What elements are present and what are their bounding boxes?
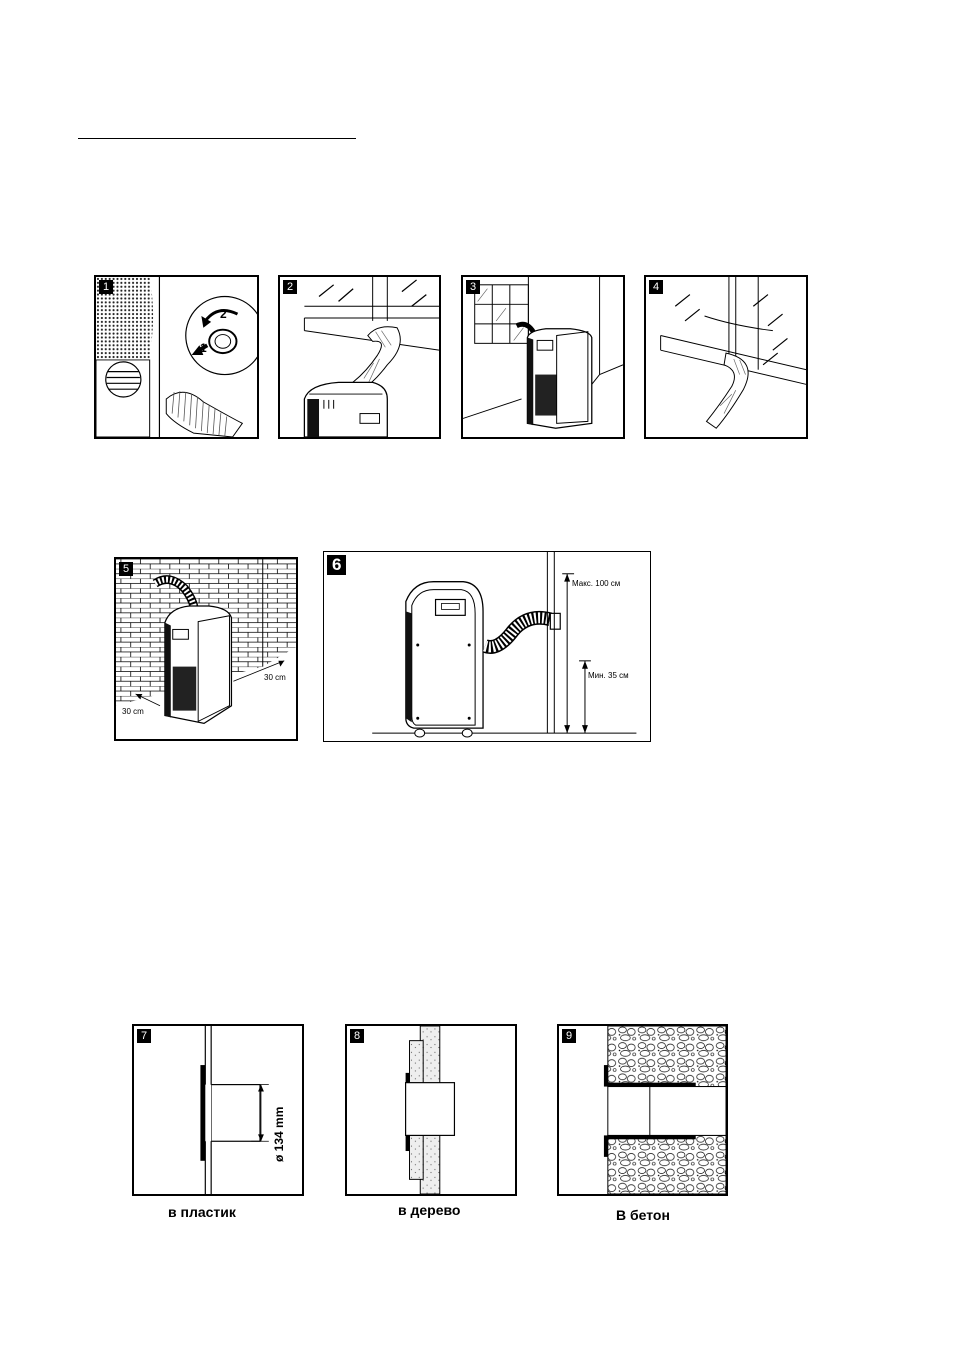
max-height-label: Макс. 100 см [572,579,620,588]
figure-5: 5 30 cm 30 cm [114,557,298,741]
concrete-mount-illustration [559,1026,726,1194]
figure-number: 1 [99,280,113,294]
clearance-side-label: 30 cm [122,707,144,716]
figure-6: 6 Макс. 100 см Мин. 35 см [323,551,651,742]
figure-9: 9 [557,1024,728,1196]
caption-wood: в дерево [398,1202,460,1218]
figure-number: 3 [466,280,480,294]
figure-number: 6 [327,555,346,575]
figure-1: 1 1 2 [94,275,259,439]
figure-8: 8 [345,1024,517,1196]
caption-plastic: в пластик [168,1204,236,1220]
wood-mount-illustration [347,1026,515,1194]
step-marker-1: 1 [200,341,207,355]
figure-number: 5 [119,562,133,576]
window-hose-illustration [280,277,439,437]
figure-7: 7 ø 134 mm [132,1024,304,1196]
min-height-label: Мин. 35 см [588,671,629,680]
header-rule [78,138,356,139]
figure-number: 7 [137,1029,151,1043]
window-seal-illustration [646,277,806,437]
clearance-back-label: 30 cm [264,673,286,682]
unit-by-window-illustration [463,277,623,437]
diameter-label: ø 134 mm [272,1107,286,1162]
caption-concrete: В бетон [616,1207,670,1223]
hose-connect-illustration [96,277,257,437]
figure-2: 2 [278,275,441,439]
figure-number: 9 [562,1029,576,1043]
figure-number: 8 [350,1029,364,1043]
figure-4: 4 [644,275,808,439]
figure-number: 4 [649,280,663,294]
step-marker-2: 2 [220,307,227,321]
figure-3: 3 [461,275,625,439]
figure-number: 2 [283,280,297,294]
